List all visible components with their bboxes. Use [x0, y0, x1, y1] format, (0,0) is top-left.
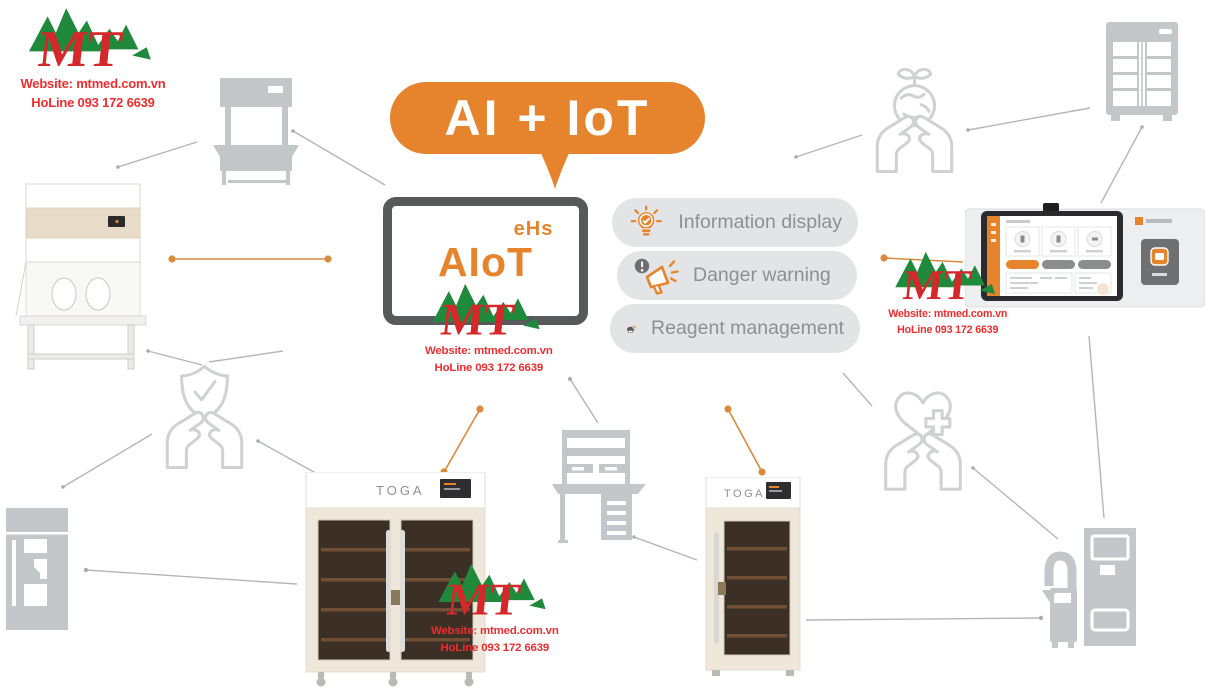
- watermark-hotline: HoLine 093 172 6639: [897, 322, 999, 336]
- bubble-tail: [540, 151, 570, 189]
- storage-refrigerator-silhouette: [6, 508, 68, 630]
- mt-logo: MT: [895, 251, 996, 309]
- ai-iot-bubble: AI + IoT: [390, 82, 705, 154]
- monitor-screen-text: eHs AIoT: [392, 218, 579, 284]
- feature-danger-warning: Danger warning: [617, 251, 857, 300]
- watermark-website: Website: mtmed.com.vn: [430, 623, 559, 637]
- lab-bench-silhouette: [213, 78, 299, 185]
- feature-label: Reagent management: [651, 317, 844, 339]
- aiot-title: AIoT: [437, 239, 534, 285]
- svg-text:MT: MT: [445, 574, 523, 619]
- lightbulb-check-icon: [630, 205, 662, 236]
- feature-label: Danger warning: [693, 264, 831, 286]
- ai-iot-label: AI + IoT: [444, 90, 651, 146]
- watermark-right: MT Website: mtmed.com.vn HoLine 093 172 …: [878, 250, 1017, 337]
- svg-text:MT: MT: [901, 262, 974, 302]
- mt-logo: MT: [432, 283, 540, 345]
- watermark-hotline: HoLine 093 172 6639: [440, 640, 550, 654]
- watermark-top-left: MT Website: mtmed.com.vn HoLine 093 172 …: [8, 6, 178, 113]
- svg-text:MT: MT: [439, 294, 517, 339]
- svg-text:MT: MT: [36, 21, 125, 70]
- feature-label: Information display: [678, 211, 842, 233]
- double-door-reagent-cabinet: TOGA: [305, 472, 486, 687]
- hands-holding-heart-icon: [884, 391, 962, 491]
- hands-holding-earth-icon: [875, 67, 954, 174]
- watermark-bottom: MT Website: mtmed.com.vn HoLine 093 172 …: [420, 562, 570, 656]
- watermark-hotline: HoLine 093 172 6639: [31, 94, 155, 110]
- watermark-hotline: HoLine 093 172 6639: [434, 360, 544, 374]
- watermark-website: Website: mtmed.com.vn: [20, 76, 166, 91]
- monitoring-dashboard-tablet: [965, 203, 1205, 308]
- fume-hood-illustration: [15, 183, 147, 370]
- glass-door-refrigerator-silhouette: [1106, 22, 1178, 121]
- watermark-website: Website: mtmed.com.vn: [888, 307, 1008, 320]
- single-door-reagent-cabinet: TOGA: [705, 477, 801, 676]
- hands-holding-shield-icon: [165, 364, 244, 470]
- feature-reagent-management: Reagent management: [610, 304, 860, 353]
- watermark-center: MT Website: mtmed.com.vn HoLine 093 172 …: [414, 282, 564, 376]
- megaphone-alert-icon: [634, 258, 679, 295]
- mt-logo: MT: [29, 8, 151, 78]
- water-purification-system-silhouette: [1042, 528, 1136, 648]
- cabinet-brand-label: TOGA: [376, 483, 425, 498]
- ehs-label: eHs: [513, 218, 554, 240]
- mt-logo: MT: [438, 563, 546, 625]
- workstation-bench-silhouette: [552, 430, 646, 543]
- cabinet-brand-label: TOGA: [724, 488, 765, 500]
- watermark-website: Website: mtmed.com.vn: [424, 343, 553, 357]
- aiot-monitor: eHs AIoT: [383, 197, 588, 325]
- feature-information-display: Information display: [612, 198, 858, 247]
- printer-check-icon: [627, 324, 637, 333]
